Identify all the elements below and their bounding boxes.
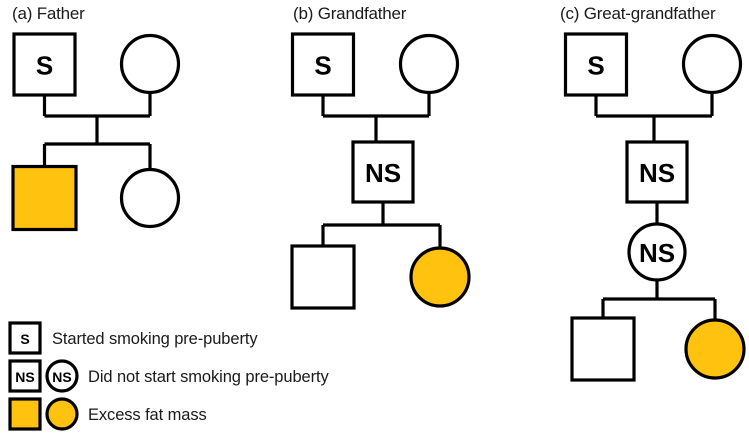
grandfather-proband-square-code-label: S	[36, 51, 53, 81]
grandfather-proband-square-code-label: S	[314, 51, 331, 81]
father-ns-square-code-label: NS	[365, 158, 401, 188]
legend-label-excess-fat-mass: Excess fat mass	[88, 406, 207, 424]
legend-circle-ns-circle	[45, 359, 79, 393]
great-grandfather-proband-square-code-label: S	[587, 51, 604, 81]
grandfather-proband-square-square	[12, 32, 77, 97]
panel-a-generation-1-grandfather-proband-square: S	[12, 32, 77, 97]
father-ns-square-square	[351, 140, 415, 204]
panel-c-generation-3-mother-ns-circle: NS	[627, 222, 687, 282]
affected-daughter-circle-circle	[684, 318, 746, 380]
panel-a-generation-2-daughter-circle	[119, 167, 181, 229]
panel-b-generation-1-grandmother-circle	[398, 33, 460, 95]
panel-b-generation-1-grandfather-proband-square: S	[290, 32, 356, 97]
panel-c-generation-2-grandfather-ns-square: NS	[625, 140, 689, 204]
legend-label-started-smoking: Started smoking pre-puberty	[52, 330, 258, 348]
legend-label-did-not-start-smoking: Did not start smoking pre-puberty	[88, 368, 329, 386]
grandfather-ns-square-square	[625, 140, 689, 204]
legend-legend-square-filled	[8, 397, 42, 431]
great-grandfather-proband-square-square	[563, 32, 629, 97]
panel-a-generation-1-grandmother-circle	[119, 33, 181, 95]
affected-son-square-square	[11, 164, 78, 232]
panel-c-generation-4-son-square	[570, 316, 636, 382]
panel-b-generation-3-son-square	[290, 244, 356, 310]
panel-c-title: (c) Great-grandfather	[560, 4, 716, 23]
mother-ns-circle-code-label: NS	[639, 238, 675, 268]
panel-c-generation-1-great-grandfather-proband-square: S	[563, 32, 629, 97]
legend-square-s-code-label: S	[20, 331, 29, 347]
legend-square-ns-square	[8, 359, 42, 393]
legend-symbol-layer: S NS NS	[8, 321, 79, 431]
legend-legend-circle-filled	[45, 397, 79, 431]
legend-legend-square-ns: NS	[8, 359, 42, 393]
connector-layer	[42, 92, 717, 320]
panel-b-generation-2-father-ns-square: NS	[351, 140, 415, 204]
grandfather-proband-square-square	[290, 32, 356, 97]
legend-circle-filled-circle	[45, 397, 79, 431]
panel-b-generation-3-affected-daughter-circle	[409, 246, 471, 308]
legend-square-s-square	[8, 321, 42, 355]
son-square-square	[570, 316, 636, 382]
legend-legend-circle-ns: NS	[45, 359, 79, 393]
panel-a-title: (a) Father	[12, 4, 85, 23]
mother-ns-circle-circle	[627, 222, 687, 282]
panel-c-generation-1-great-grandmother-circle	[681, 33, 743, 95]
panel-a-generation-2-affected-son-square	[11, 164, 78, 232]
daughter-circle-circle	[119, 167, 181, 229]
legend-square-filled-square	[8, 397, 42, 431]
grandmother-circle-circle	[119, 33, 181, 95]
legend-circle-ns-code-label: NS	[52, 369, 71, 385]
great-grandmother-circle-circle	[681, 33, 743, 95]
panel-b-title: (b) Grandfather	[293, 4, 407, 23]
symbol-layer: S S NS S NS NS	[11, 32, 746, 382]
affected-daughter-circle-circle	[409, 246, 471, 308]
legend-square-ns-code-label: NS	[15, 369, 34, 385]
son-square-square	[290, 244, 356, 310]
grandfather-ns-square-code-label: NS	[639, 158, 675, 188]
panel-c-generation-4-affected-daughter-circle	[684, 318, 746, 380]
grandmother-circle-circle	[398, 33, 460, 95]
legend-legend-square-s: S	[8, 321, 42, 355]
